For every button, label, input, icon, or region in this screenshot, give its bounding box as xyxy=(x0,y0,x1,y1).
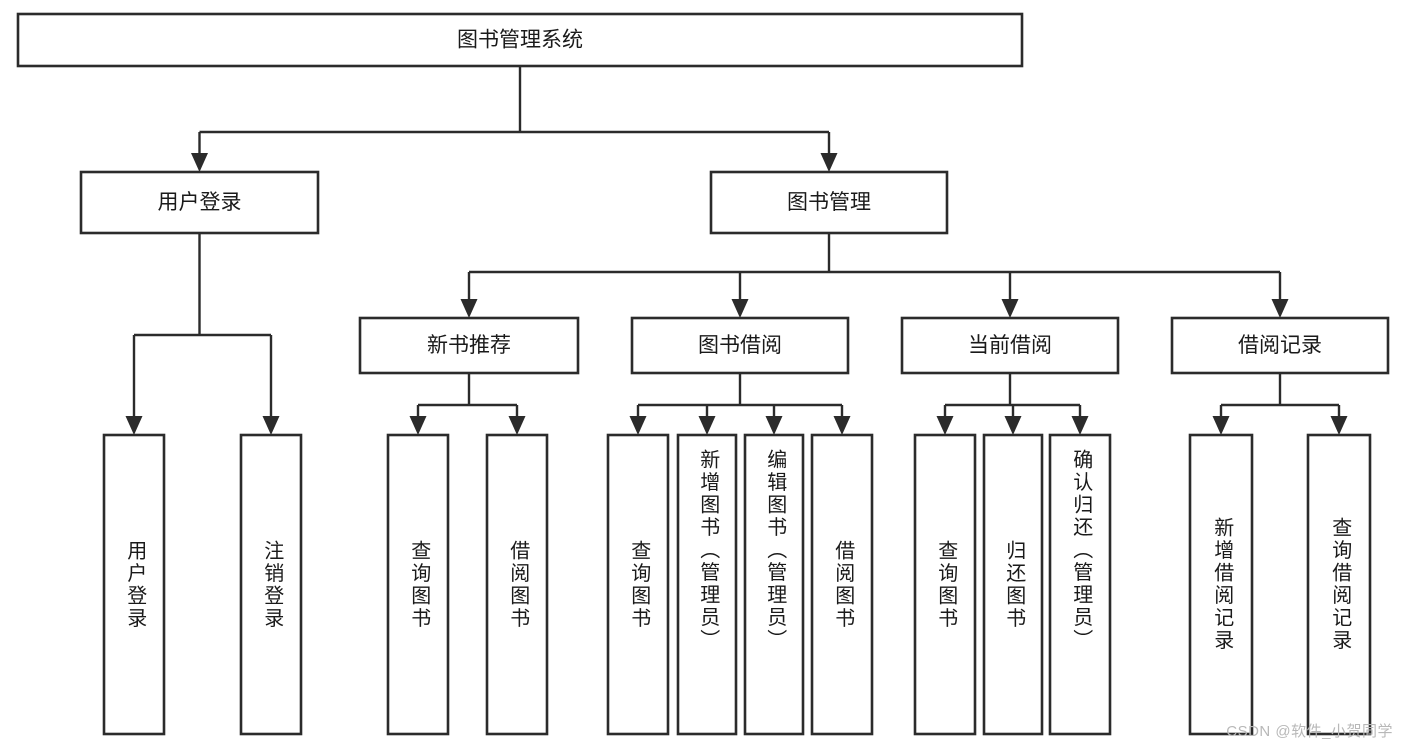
node-box xyxy=(358,316,580,375)
arrow-icon-root-1 xyxy=(820,153,838,172)
arrow-icon-当前借阅-1 xyxy=(1004,416,1022,435)
arrow-icon-图书借阅-1 xyxy=(698,416,716,435)
connector-group-借阅记录 xyxy=(1212,373,1348,435)
node-box xyxy=(900,316,1120,375)
arrow-icon-图书借阅-0 xyxy=(629,416,647,435)
arrow-icon-当前借阅-0 xyxy=(936,416,954,435)
node-root-图书管理系统[interactable]: 图书管理系统 xyxy=(16,12,1024,68)
arrow-icon-user-login-1 xyxy=(262,416,280,435)
node-box xyxy=(1188,433,1254,736)
arrow-icon-新书推荐-0 xyxy=(409,416,427,435)
node-box xyxy=(79,170,320,235)
arrow-icon-book-management-0 xyxy=(460,299,478,318)
node-box xyxy=(810,433,874,736)
arrow-icon-图书借阅-3 xyxy=(833,416,851,435)
node-label: 图书管理系统 xyxy=(457,29,583,52)
connector-group-图书借阅 xyxy=(629,373,851,435)
node-level3-借阅记录[interactable]: 借阅记录 xyxy=(1170,316,1390,375)
node-box xyxy=(606,433,670,736)
arrow-icon-新书推荐-1 xyxy=(508,416,526,435)
node-box xyxy=(676,433,738,736)
node-level3-当前借阅[interactable]: 当前借阅 xyxy=(900,316,1120,375)
node-box xyxy=(485,433,549,736)
connector-group-user-login xyxy=(125,233,280,435)
node-leaf-确认归还管理员[interactable] xyxy=(1048,433,1112,736)
node-box xyxy=(386,433,450,736)
node-box xyxy=(743,433,805,736)
node-leaf-借阅图书[interactable] xyxy=(485,433,549,736)
node-box xyxy=(16,12,1024,68)
arrow-icon-图书借阅-2 xyxy=(765,416,783,435)
watermark: CSDN @软件_小贺同学 xyxy=(1226,723,1393,740)
arrow-icon-book-management-2 xyxy=(1001,299,1019,318)
node-leaf-新增图书管理员[interactable] xyxy=(676,433,738,736)
connector-group-book-management xyxy=(460,233,1289,318)
node-box xyxy=(913,433,977,736)
connector-group-root xyxy=(191,66,838,172)
arrow-icon-book-management-3 xyxy=(1271,299,1289,318)
node-box xyxy=(239,433,303,736)
node-leaf-查询借阅记录[interactable] xyxy=(1306,433,1372,736)
arrow-icon-当前借阅-2 xyxy=(1071,416,1089,435)
node-leaf-借阅图书[interactable] xyxy=(810,433,874,736)
node-label: 借阅记录 xyxy=(1238,334,1322,357)
connector-group-新书推荐 xyxy=(409,373,526,435)
node-label: 用户登录 xyxy=(158,191,242,214)
node-label: 当前借阅 xyxy=(968,334,1052,357)
node-box xyxy=(1048,433,1112,736)
node-leaf-查询图书[interactable] xyxy=(913,433,977,736)
node-level2-用户登录[interactable]: 用户登录 xyxy=(79,170,320,235)
arrow-icon-root-0 xyxy=(191,153,208,172)
node-label: 新书推荐 xyxy=(427,334,511,357)
node-level2-图书管理[interactable]: 图书管理 xyxy=(709,170,949,235)
node-label: 图书管理 xyxy=(787,191,871,214)
node-leaf-注销登录[interactable] xyxy=(239,433,303,736)
arrow-icon-book-management-1 xyxy=(731,299,749,318)
node-leaf-新增借阅记录[interactable] xyxy=(1188,433,1254,736)
node-leaf-查询图书[interactable] xyxy=(386,433,450,736)
node-leaf-归还图书[interactable] xyxy=(982,433,1044,736)
arrow-icon-借阅记录-1 xyxy=(1330,416,1348,435)
node-label: 图书借阅 xyxy=(698,334,782,357)
node-leaf-编辑图书管理员[interactable] xyxy=(743,433,805,736)
node-box xyxy=(630,316,850,375)
connector-group-当前借阅 xyxy=(936,373,1089,435)
node-box xyxy=(1306,433,1372,736)
node-level3-新书推荐[interactable]: 新书推荐 xyxy=(358,316,580,375)
node-leaf-用户登录[interactable] xyxy=(102,433,166,736)
node-leaf-查询图书[interactable] xyxy=(606,433,670,736)
arrow-icon-user-login-0 xyxy=(125,416,143,435)
arrow-icon-借阅记录-0 xyxy=(1212,416,1230,435)
node-box xyxy=(1170,316,1390,375)
node-box xyxy=(982,433,1044,736)
node-level3-图书借阅[interactable]: 图书借阅 xyxy=(630,316,850,375)
node-box xyxy=(709,170,949,235)
node-box xyxy=(102,433,166,736)
